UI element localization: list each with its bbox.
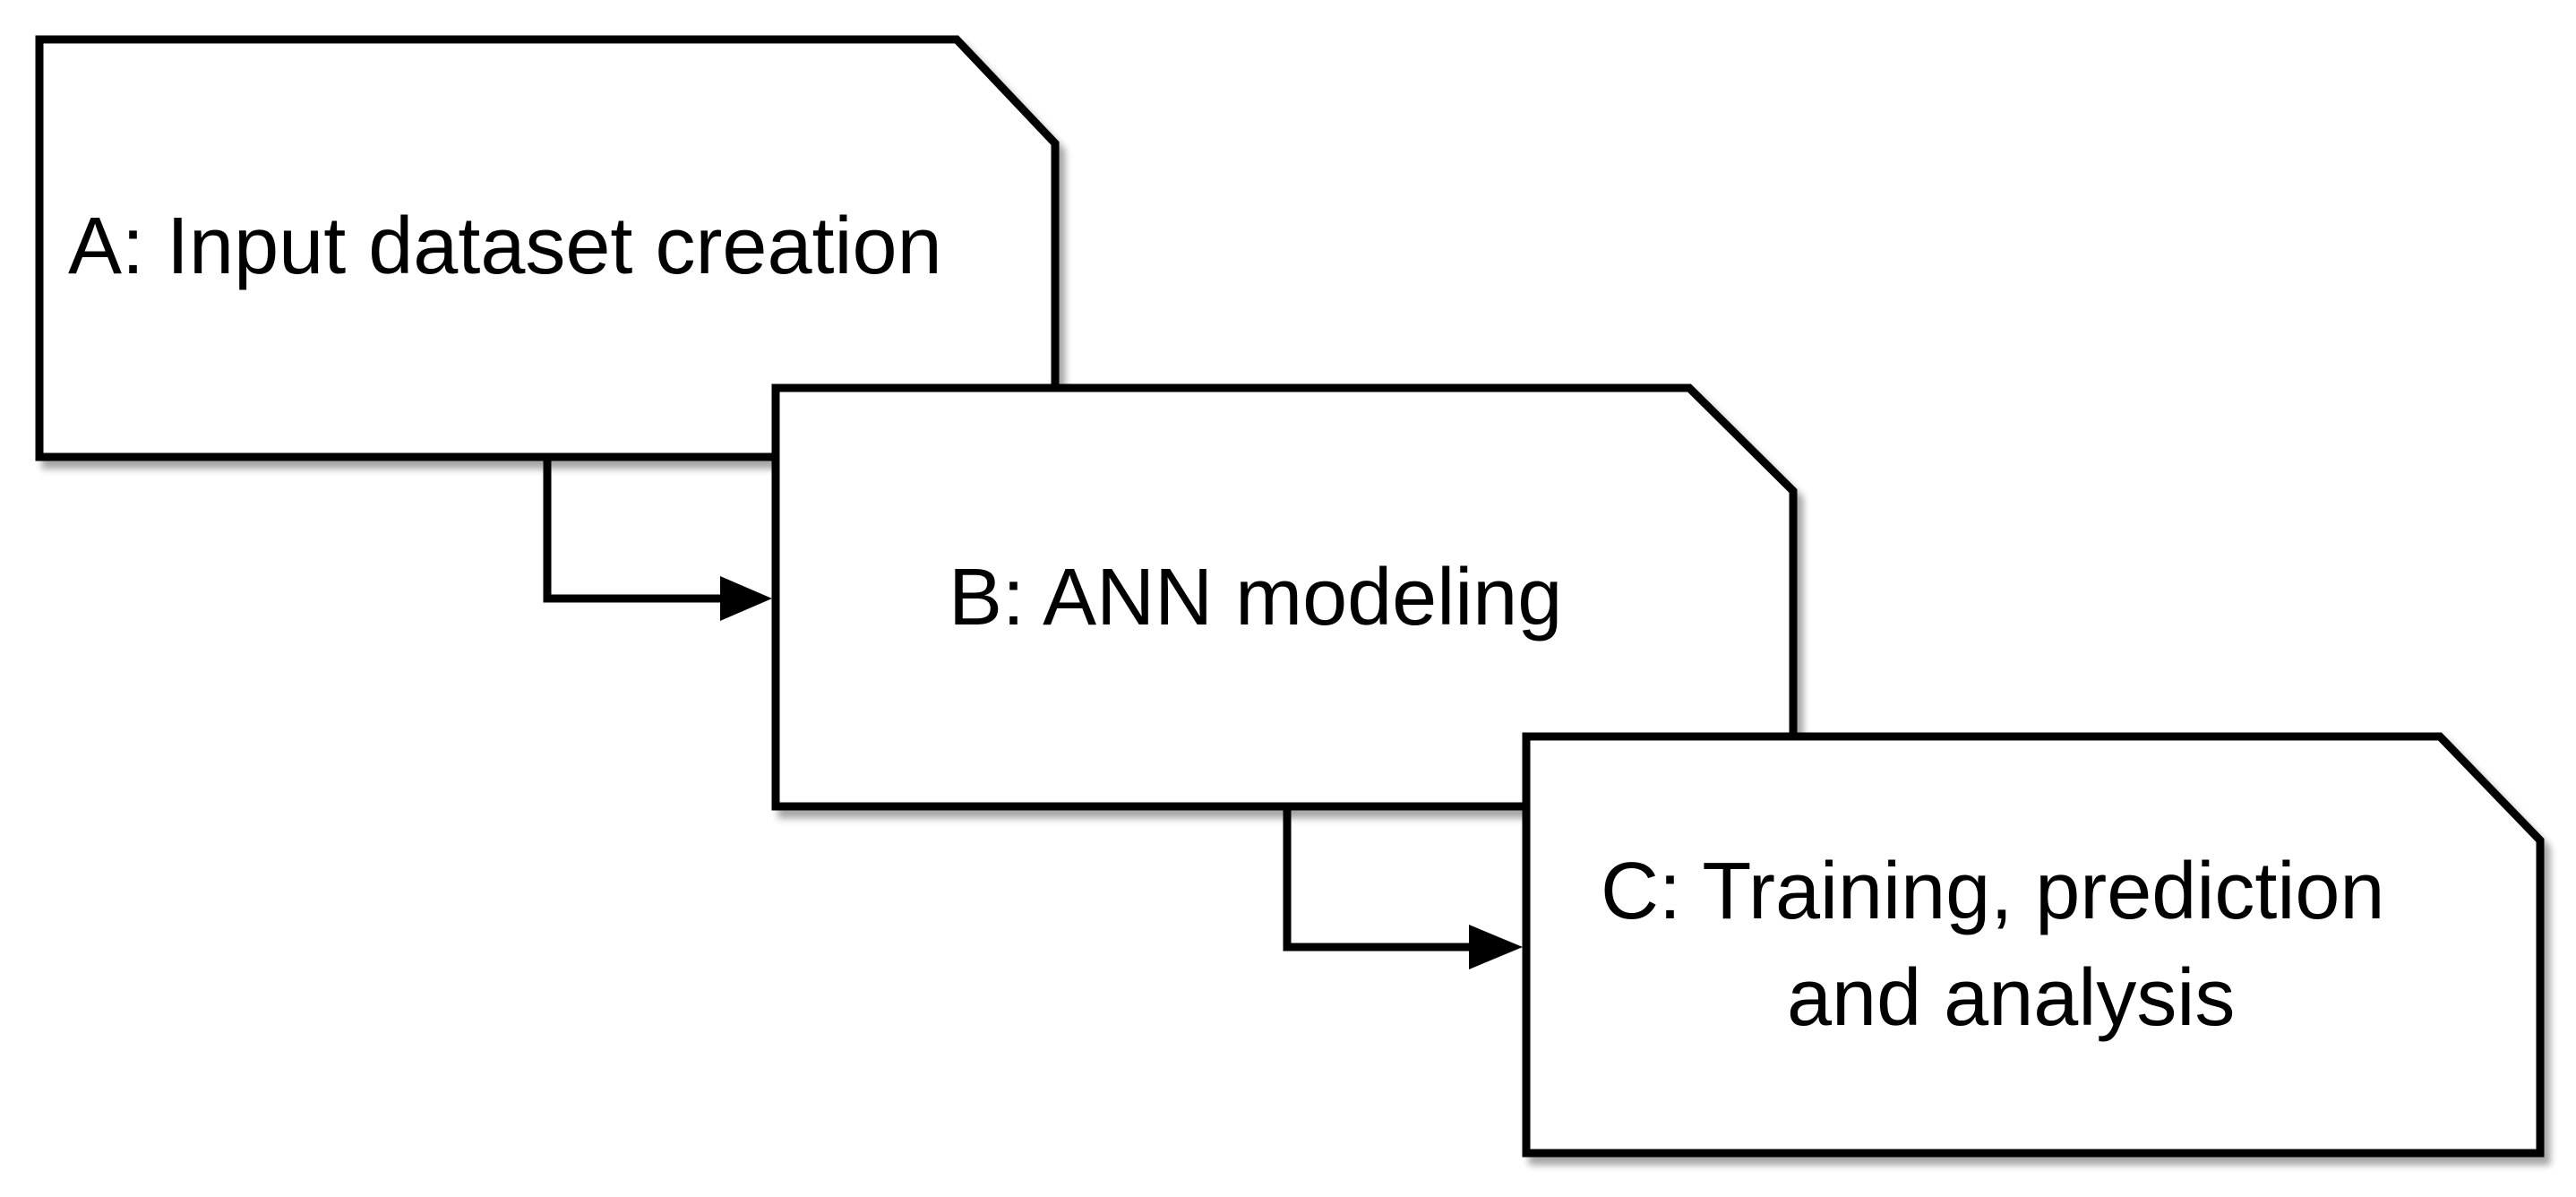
step-c-box: C: Training, prediction and analysis (1522, 732, 2545, 1158)
step-c-label-line-1: C: Training, prediction (1601, 847, 2384, 936)
arrow-head-b-to-c (1469, 925, 1523, 969)
step-a-box: A: Input dataset creation (35, 35, 1060, 461)
step-a-shape (35, 35, 1060, 461)
step-a-label: A: Input dataset creation (68, 202, 942, 291)
step-c-shape (1522, 732, 2545, 1158)
connector-b-to-c (1283, 806, 1469, 952)
step-b-box: B: ANN modeling (771, 383, 1798, 811)
step-b-shape (771, 383, 1798, 811)
connector-a-to-b (543, 457, 720, 603)
step-c-label-line-2: and analysis (1787, 953, 2235, 1043)
arrow-head-a-to-b (720, 576, 772, 621)
step-b-label: B: ANN modeling (949, 553, 1562, 642)
